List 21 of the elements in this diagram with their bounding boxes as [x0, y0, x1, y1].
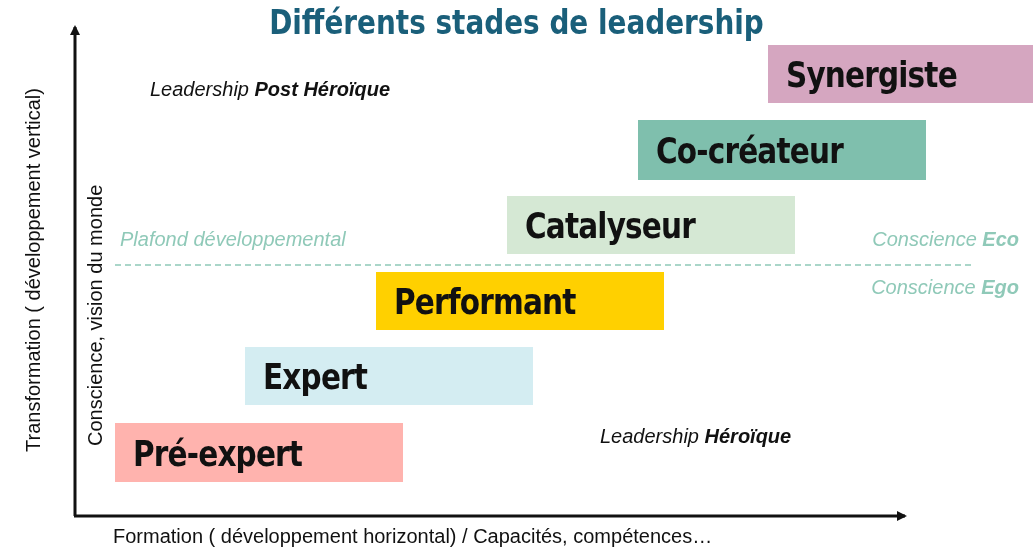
- stage-bar: [245, 347, 533, 405]
- title: Différents stades de leadership: [268, 2, 765, 42]
- stage-label: Performant: [394, 280, 576, 322]
- stage-label: Expert: [263, 355, 368, 397]
- axis-title: Transformation ( développement vertical): [22, 87, 45, 454]
- stage-bar: [376, 272, 664, 330]
- zone-label: Leadership Héroïque: [600, 425, 792, 448]
- stage-bar: [507, 196, 795, 254]
- stage-label: Catalyseur: [525, 204, 695, 246]
- stage-label: Synergiste: [786, 53, 957, 95]
- axis-title: Formation ( développement horizontal) / Capacités, compétences…: [113, 525, 713, 548]
- axis-subtitle: Conscience, vision du monde: [84, 183, 107, 448]
- stage-label: Co-créateur: [656, 129, 843, 171]
- stage-bar: [115, 423, 403, 482]
- threshold-label: Plafond développemental: [120, 228, 346, 251]
- zone-label: Conscience Ego: [871, 276, 1019, 299]
- zone-label: Leadership Post Héroïque: [150, 78, 391, 101]
- stage-bar: [638, 120, 926, 180]
- stage-label: Pré-expert: [133, 432, 303, 473]
- zone-label: Conscience Eco: [872, 228, 1019, 251]
- stage-bar: [768, 45, 1033, 103]
